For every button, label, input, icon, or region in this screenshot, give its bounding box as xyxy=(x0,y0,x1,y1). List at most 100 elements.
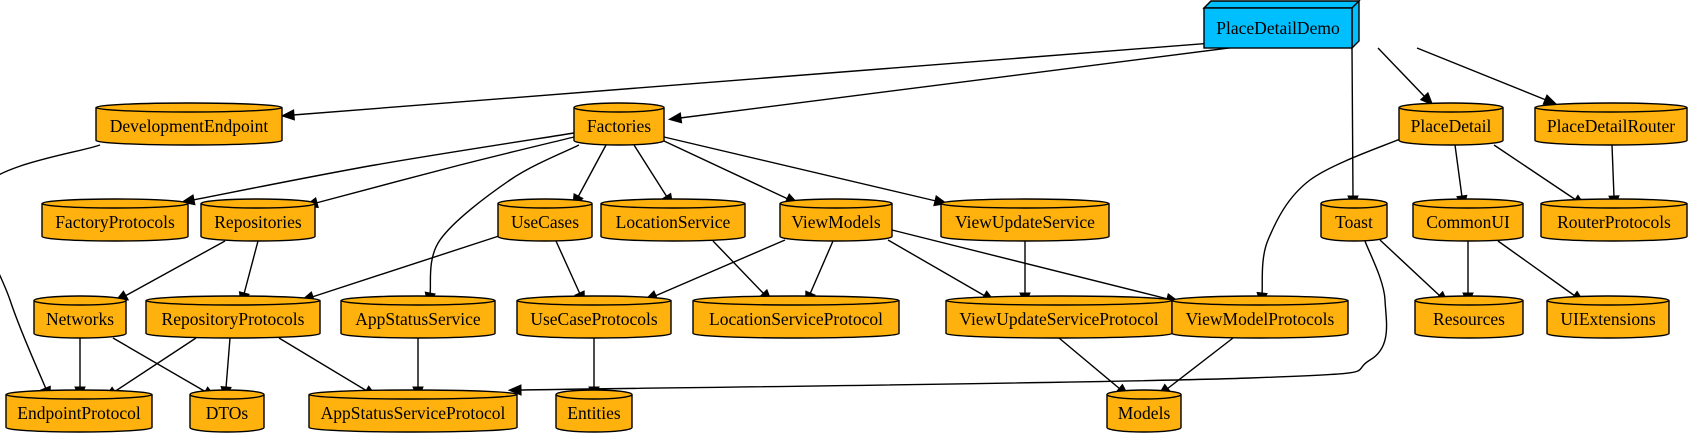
edge-line xyxy=(1611,144,1615,198)
cylinder-body xyxy=(1412,198,1524,242)
node-view-update-service-protocol[interactable]: ViewUpdateServiceProtocol xyxy=(945,295,1173,339)
cylinder-body xyxy=(497,198,593,242)
node-label: Toast xyxy=(1335,212,1373,232)
node-endpoint-protocol[interactable]: EndpointProtocol xyxy=(5,389,153,433)
edge-line xyxy=(1416,47,1547,101)
edge-view-models-to-view-update-service-protocol xyxy=(887,239,996,303)
cylinder-rim xyxy=(5,393,153,400)
node-common-ui[interactable]: CommonUI xyxy=(1412,198,1524,242)
box-top-face xyxy=(1202,0,1361,9)
cylinder-body xyxy=(145,295,321,339)
cylinder-rim xyxy=(1106,394,1182,400)
edge-line xyxy=(555,240,581,295)
cylinder-body xyxy=(41,198,189,242)
node-development-endpoint[interactable]: DevelopmentEndpoint xyxy=(95,102,283,146)
cylinder-body xyxy=(1534,102,1688,146)
cylinder-rim xyxy=(308,393,518,400)
cylinder-body xyxy=(1106,389,1182,433)
edge-line xyxy=(577,144,607,198)
edge-line xyxy=(1166,337,1234,390)
edge-line xyxy=(243,240,259,295)
node-location-service-protocol[interactable]: LocationServiceProtocol xyxy=(692,295,900,339)
node-toast[interactable]: Toast xyxy=(1320,198,1388,242)
node-place-detail-router[interactable]: PlaceDetailRouter xyxy=(1534,102,1688,146)
cylinder-rim xyxy=(145,299,321,306)
edge-line xyxy=(1379,239,1441,297)
edge-view-update-service-protocol-to-models xyxy=(1058,337,1130,397)
edge-development-endpoint-to-endpoint-protocol xyxy=(0,144,101,401)
node-place-detail-demo[interactable]: PlaceDetailDemo xyxy=(1202,0,1361,50)
cylinder-rim xyxy=(340,299,496,306)
node-view-model-protocols[interactable]: ViewModelProtocols xyxy=(1171,295,1349,339)
node-label: UseCaseProtocols xyxy=(530,309,658,329)
edge-line xyxy=(633,144,668,198)
cylinder-rim xyxy=(779,203,893,209)
node-label: AppStatusService xyxy=(355,309,481,329)
node-view-update-service[interactable]: ViewUpdateService xyxy=(940,198,1110,242)
node-entities[interactable]: Entities xyxy=(555,389,633,433)
cylinder-body xyxy=(1320,198,1388,242)
node-repositories[interactable]: Repositories xyxy=(200,198,316,242)
edge-networks-to-dt-os xyxy=(112,337,217,399)
node-label: FactoryProtocols xyxy=(55,212,175,232)
node-label: CommonUI xyxy=(1426,212,1510,232)
edge-line xyxy=(1493,144,1577,201)
edge-factories-to-use-cases xyxy=(572,144,607,208)
edge-line xyxy=(679,41,1277,119)
node-ui-extensions[interactable]: UIExtensions xyxy=(1546,295,1670,339)
cylinder-rim xyxy=(573,107,665,113)
arrow-head xyxy=(280,109,295,121)
node-label: PlaceDetailDemo xyxy=(1216,18,1340,38)
node-models[interactable]: Models xyxy=(1106,389,1182,433)
node-label: RepositoryProtocols xyxy=(162,309,305,329)
node-label: DevelopmentEndpoint xyxy=(110,116,269,136)
node-router-protocols[interactable]: RouterProtocols xyxy=(1540,198,1688,242)
edge-line xyxy=(1351,47,1354,198)
arrow-head xyxy=(507,384,522,396)
cylinder-body xyxy=(308,389,518,433)
box-front-face xyxy=(1203,7,1353,49)
edge-place-detail-demo-to-place-detail-router xyxy=(1416,47,1558,105)
node-networks[interactable]: Networks xyxy=(33,295,127,339)
edge-factories-to-location-service xyxy=(633,144,674,208)
cylinder-body xyxy=(600,198,746,242)
cylinder-body xyxy=(940,198,1110,242)
cylinder-body xyxy=(5,389,153,433)
node-label: Factories xyxy=(587,116,651,136)
edge-line xyxy=(429,144,580,295)
node-use-cases[interactable]: UseCases xyxy=(497,198,593,242)
node-label: PlaceDetail xyxy=(1411,116,1492,136)
edge-view-model-protocols-to-models xyxy=(1157,337,1234,397)
node-label: LocationService xyxy=(616,212,731,232)
edge-toast-to-app-status-service-protocol xyxy=(507,240,1388,396)
node-resources[interactable]: Resources xyxy=(1414,295,1524,339)
edge-line xyxy=(311,234,503,298)
node-label: DTOs xyxy=(206,403,249,423)
edge-place-detail-demo-to-place-detail xyxy=(1377,47,1434,106)
node-view-models[interactable]: ViewModels xyxy=(779,198,893,242)
cylinder-body xyxy=(692,295,900,339)
node-repository-protocols[interactable]: RepositoryProtocols xyxy=(145,295,321,339)
node-place-detail[interactable]: PlaceDetail xyxy=(1398,102,1504,146)
edge-factories-to-repositories xyxy=(304,136,575,209)
node-location-service[interactable]: LocationService xyxy=(600,198,746,242)
cylinder-body xyxy=(1546,295,1670,339)
edge-line xyxy=(1261,136,1406,295)
node-dt-os[interactable]: DTOs xyxy=(189,389,265,433)
node-label: EndpointProtocol xyxy=(17,403,141,423)
cylinder-rim xyxy=(1534,106,1688,113)
edge-line xyxy=(315,136,575,204)
edge-factories-to-view-update-service xyxy=(663,136,948,207)
node-use-case-protocols[interactable]: UseCaseProtocols xyxy=(516,295,672,339)
cylinder-rim xyxy=(200,203,316,209)
node-factory-protocols[interactable]: FactoryProtocols xyxy=(41,198,189,242)
cylinder-body xyxy=(573,102,665,146)
cylinder-body xyxy=(516,295,672,339)
node-app-status-service-protocol[interactable]: AppStatusServiceProtocol xyxy=(308,389,518,433)
node-factories[interactable]: Factories xyxy=(573,102,665,146)
edge-place-detail-demo-to-development-endpoint xyxy=(280,37,1277,121)
cylinder-rim xyxy=(189,394,265,400)
edge-line xyxy=(225,337,231,389)
node-app-status-service[interactable]: AppStatusService xyxy=(340,295,496,339)
